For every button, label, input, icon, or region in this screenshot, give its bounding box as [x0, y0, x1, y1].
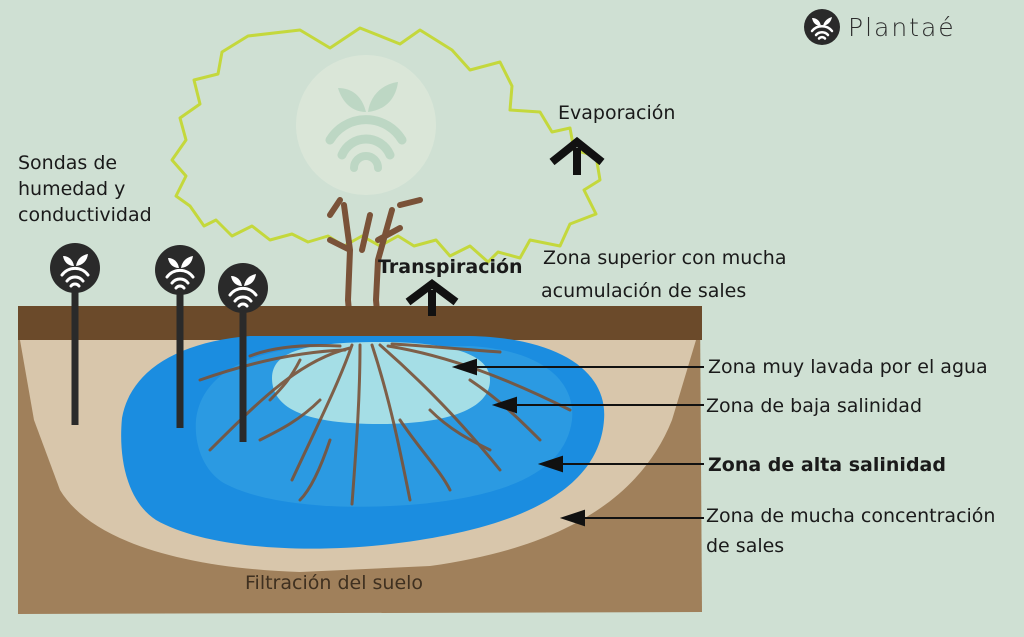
plantae-logo-icon: [804, 9, 840, 45]
canopy-watermark-logo: [296, 55, 436, 195]
pointer-arrows: [451, 358, 704, 527]
evaporation-label: Evaporación: [558, 102, 676, 124]
zone-high-label: Zona de alta salinidad: [708, 454, 946, 476]
probe-2: [155, 245, 205, 428]
evaporation-arrow-icon: [549, 136, 605, 175]
topsoil-band: [18, 306, 702, 340]
upper-zone-label-line2: acumulación de sales: [541, 280, 747, 302]
transpiration-label: Transpiración: [378, 256, 523, 278]
zone-low-label: Zona de baja salinidad: [706, 395, 923, 417]
zone-washed-label: Zona muy lavada por el agua: [708, 356, 988, 378]
probe-1: [50, 243, 100, 425]
brand-logo: Plantaé: [804, 6, 956, 48]
brand-name: Plantaé: [848, 12, 956, 42]
probe-3: [218, 263, 268, 442]
filtration-label: Filtración del suelo: [245, 572, 424, 594]
zone-concentration-label-line1: Zona de mucha concentración: [706, 505, 996, 527]
tree-roots: [198, 342, 572, 506]
upper-zone-label-line1: Zona superior con mucha: [543, 247, 787, 269]
zone-concentration-label-line2: de sales: [706, 535, 785, 557]
probes-label: Sondas de humedad y conductividad: [18, 152, 152, 226]
tree-trunk: [327, 197, 423, 348]
tree-canopy-outline: [170, 26, 602, 264]
transpiration-arrow-icon: [405, 279, 459, 316]
